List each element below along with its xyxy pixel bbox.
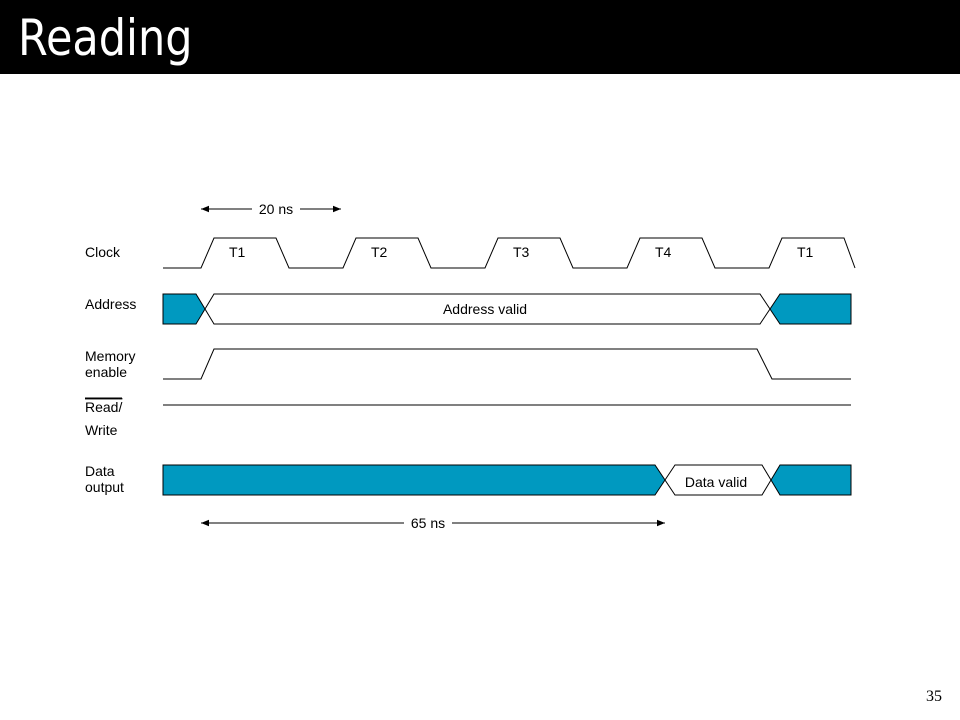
- data-output-invalid-end: [770, 464, 852, 496]
- address-valid-label: Address valid: [443, 301, 527, 317]
- read-label: Read: [85, 399, 118, 415]
- address-label: Address: [85, 296, 136, 312]
- clock-cycle-t4: T4: [655, 244, 672, 260]
- memory-enable-label-line2: enable: [85, 364, 127, 380]
- clock-cycle-t1: T1: [229, 244, 246, 260]
- title-bar: Reading: [0, 0, 960, 74]
- address-invalid-end: [769, 293, 852, 325]
- clock-label: Clock: [85, 244, 121, 260]
- data-valid-label: Data valid: [685, 474, 747, 490]
- clock-cycle-t2: T2: [371, 244, 388, 260]
- data-output-invalid-start: [162, 464, 666, 496]
- clock-waveform: [163, 237, 856, 269]
- data-output-label-line2: output: [85, 479, 124, 495]
- memory-enable-label-line1: Memory: [85, 348, 136, 364]
- data-output-label-line1: Data: [85, 463, 115, 479]
- slide-title: Reading: [18, 9, 193, 67]
- read-write-slash: /: [118, 399, 122, 415]
- clock-cycle-t1-next: T1: [797, 244, 814, 260]
- clock-cycle-t3: T3: [513, 244, 530, 260]
- read-write-label-read: Read/: [85, 399, 122, 415]
- period-annotation: 20 ns: [259, 201, 293, 217]
- access-annotation: 65 ns: [411, 515, 445, 531]
- address-invalid-start: [162, 293, 206, 325]
- page-number: 35: [926, 688, 942, 705]
- memory-enable-waveform: [163, 348, 851, 380]
- read-write-label-write: Write: [85, 422, 118, 438]
